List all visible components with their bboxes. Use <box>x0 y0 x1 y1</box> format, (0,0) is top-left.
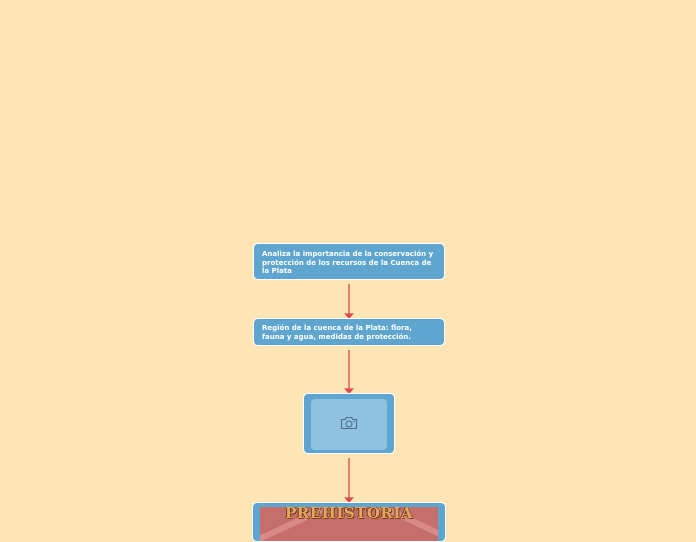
node-topic-text: Región de la cuenca de la Plata: flora, … <box>262 324 412 341</box>
connector-1-arrowhead <box>344 313 354 319</box>
connector-2-arrowhead <box>344 388 354 394</box>
image-slot[interactable] <box>311 399 387 450</box>
node-objective[interactable]: Analiza la importancia de la conservació… <box>253 243 445 280</box>
banner-title: PREHISTORIA <box>284 507 414 522</box>
connector-3-arrowhead <box>344 497 354 503</box>
banner-image: PREHISTORIA <box>260 507 438 541</box>
node-image-placeholder[interactable] <box>303 393 395 454</box>
connectors <box>344 284 354 503</box>
node-banner[interactable]: PREHISTORIA <box>252 502 446 542</box>
node-topic[interactable]: Región de la cuenca de la Plata: flora, … <box>253 318 445 346</box>
node-objective-text: Analiza la importancia de la conservació… <box>262 250 434 276</box>
camera-icon <box>340 416 358 430</box>
